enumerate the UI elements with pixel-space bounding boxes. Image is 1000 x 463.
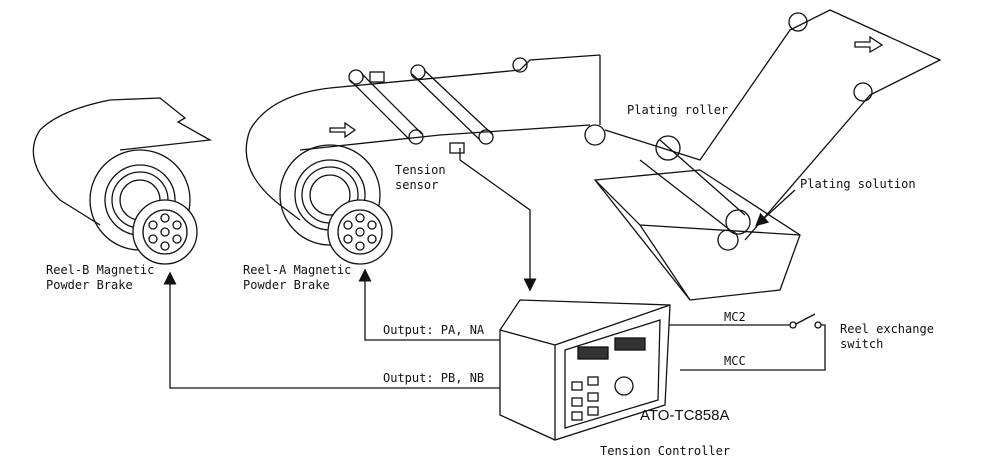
output-b-label: Output: PB, NB — [383, 371, 485, 385]
plating-solution-arrow — [755, 189, 796, 227]
controller-label: Tension Controller — [600, 444, 731, 458]
mc2-label: MC2 — [724, 310, 746, 324]
reel-b-label-line2: Powder Brake — [46, 278, 133, 292]
reel-b-brake — [32, 97, 213, 265]
reel-a-brake — [245, 69, 521, 265]
tension-sensor-label-line1: Tension — [395, 163, 446, 177]
tension-sensor-label-line2: sensor — [395, 178, 439, 192]
mcc-line — [680, 324, 826, 371]
output-b-line — [163, 271, 500, 389]
reel-a-label-line2: Powder Brake — [243, 278, 330, 292]
tension-sensor-rollers — [348, 64, 494, 154]
web-material — [299, 9, 942, 241]
reel-exchange-label-line1: Reel exchange — [840, 322, 934, 336]
mcc-label: MCC — [724, 354, 746, 368]
plating-tank — [593, 135, 801, 301]
plating-solution-label: Plating solution — [800, 177, 916, 191]
model-label: ATO-TC858A — [640, 407, 730, 424]
output-a-label: Output: PA, NA — [383, 323, 485, 337]
reel-exchange-switch-contact — [795, 313, 816, 325]
tension-controller-device — [499, 299, 671, 441]
plating-roller-label: Plating roller — [627, 103, 729, 117]
reel-exchange-label-line2: switch — [840, 337, 884, 351]
output-a-line — [358, 268, 500, 341]
sensor-signal-line — [459, 148, 537, 292]
reel-a-label-line1: Reel-A Magnetic — [243, 263, 352, 277]
reel-b-label-line1: Reel-B Magnetic — [46, 263, 155, 277]
